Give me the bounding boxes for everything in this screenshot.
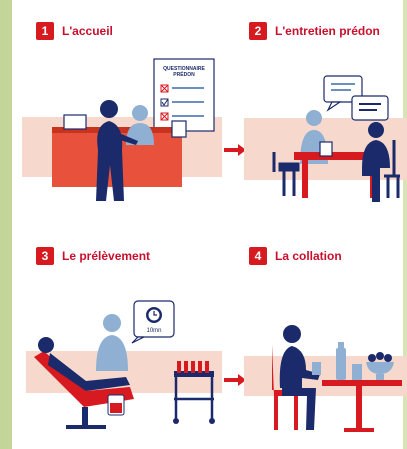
arrow-right-icon [224,374,246,386]
donation-chair [34,351,134,407]
timer-label: 10mn [146,328,161,334]
cup-icon [312,362,321,375]
visitor-figure [96,100,138,201]
chair [272,344,298,430]
donor-figure [362,122,390,202]
snack-illustration [244,325,407,432]
snack-table [322,380,402,386]
step-1-number: 1 [36,22,54,40]
step-1-heading: 1 L'accueil [36,22,113,40]
step-2-title: L'entretien prédon [275,24,380,38]
paper-icon [171,120,187,138]
step-4-title: La collation [275,249,342,263]
arrow-right-icon [224,144,246,156]
donor-figure [279,325,320,430]
step-3-number: 3 [36,247,54,265]
speech-bubble-icon [323,75,363,112]
timer-bubble: 10mn [131,300,175,344]
step-4-number: 4 [249,247,267,265]
donor-figure [38,337,130,391]
step-3-heading: 3 Le prélèvement [36,247,150,265]
reception-illustration: QUESTIONNAIRE PRÉDON [22,58,222,201]
questionnaire-title-line2: PRÉDON [173,70,195,78]
step-4-heading: 4 La collation [249,247,342,265]
blood-draw-illustration: 10mn [26,300,222,429]
speech-bubble-icon [351,95,389,121]
interview-illustration [244,75,407,202]
step-2-heading: 2 L'entretien prédon [249,22,380,40]
fruit-bowl-icon [366,352,394,380]
bottle-icon [336,348,346,380]
step-2-number: 2 [249,22,267,40]
sample-tray [173,361,215,424]
questionnaire-title-line1: QUESTIONNAIRE [163,66,205,72]
monitor-icon [63,114,87,130]
step-3-title: Le prélèvement [62,249,151,263]
interview-desk [294,152,384,160]
step-1-title: L'accueil [62,24,113,38]
questionnaire-card: QUESTIONNAIRE PRÉDON [153,58,215,132]
